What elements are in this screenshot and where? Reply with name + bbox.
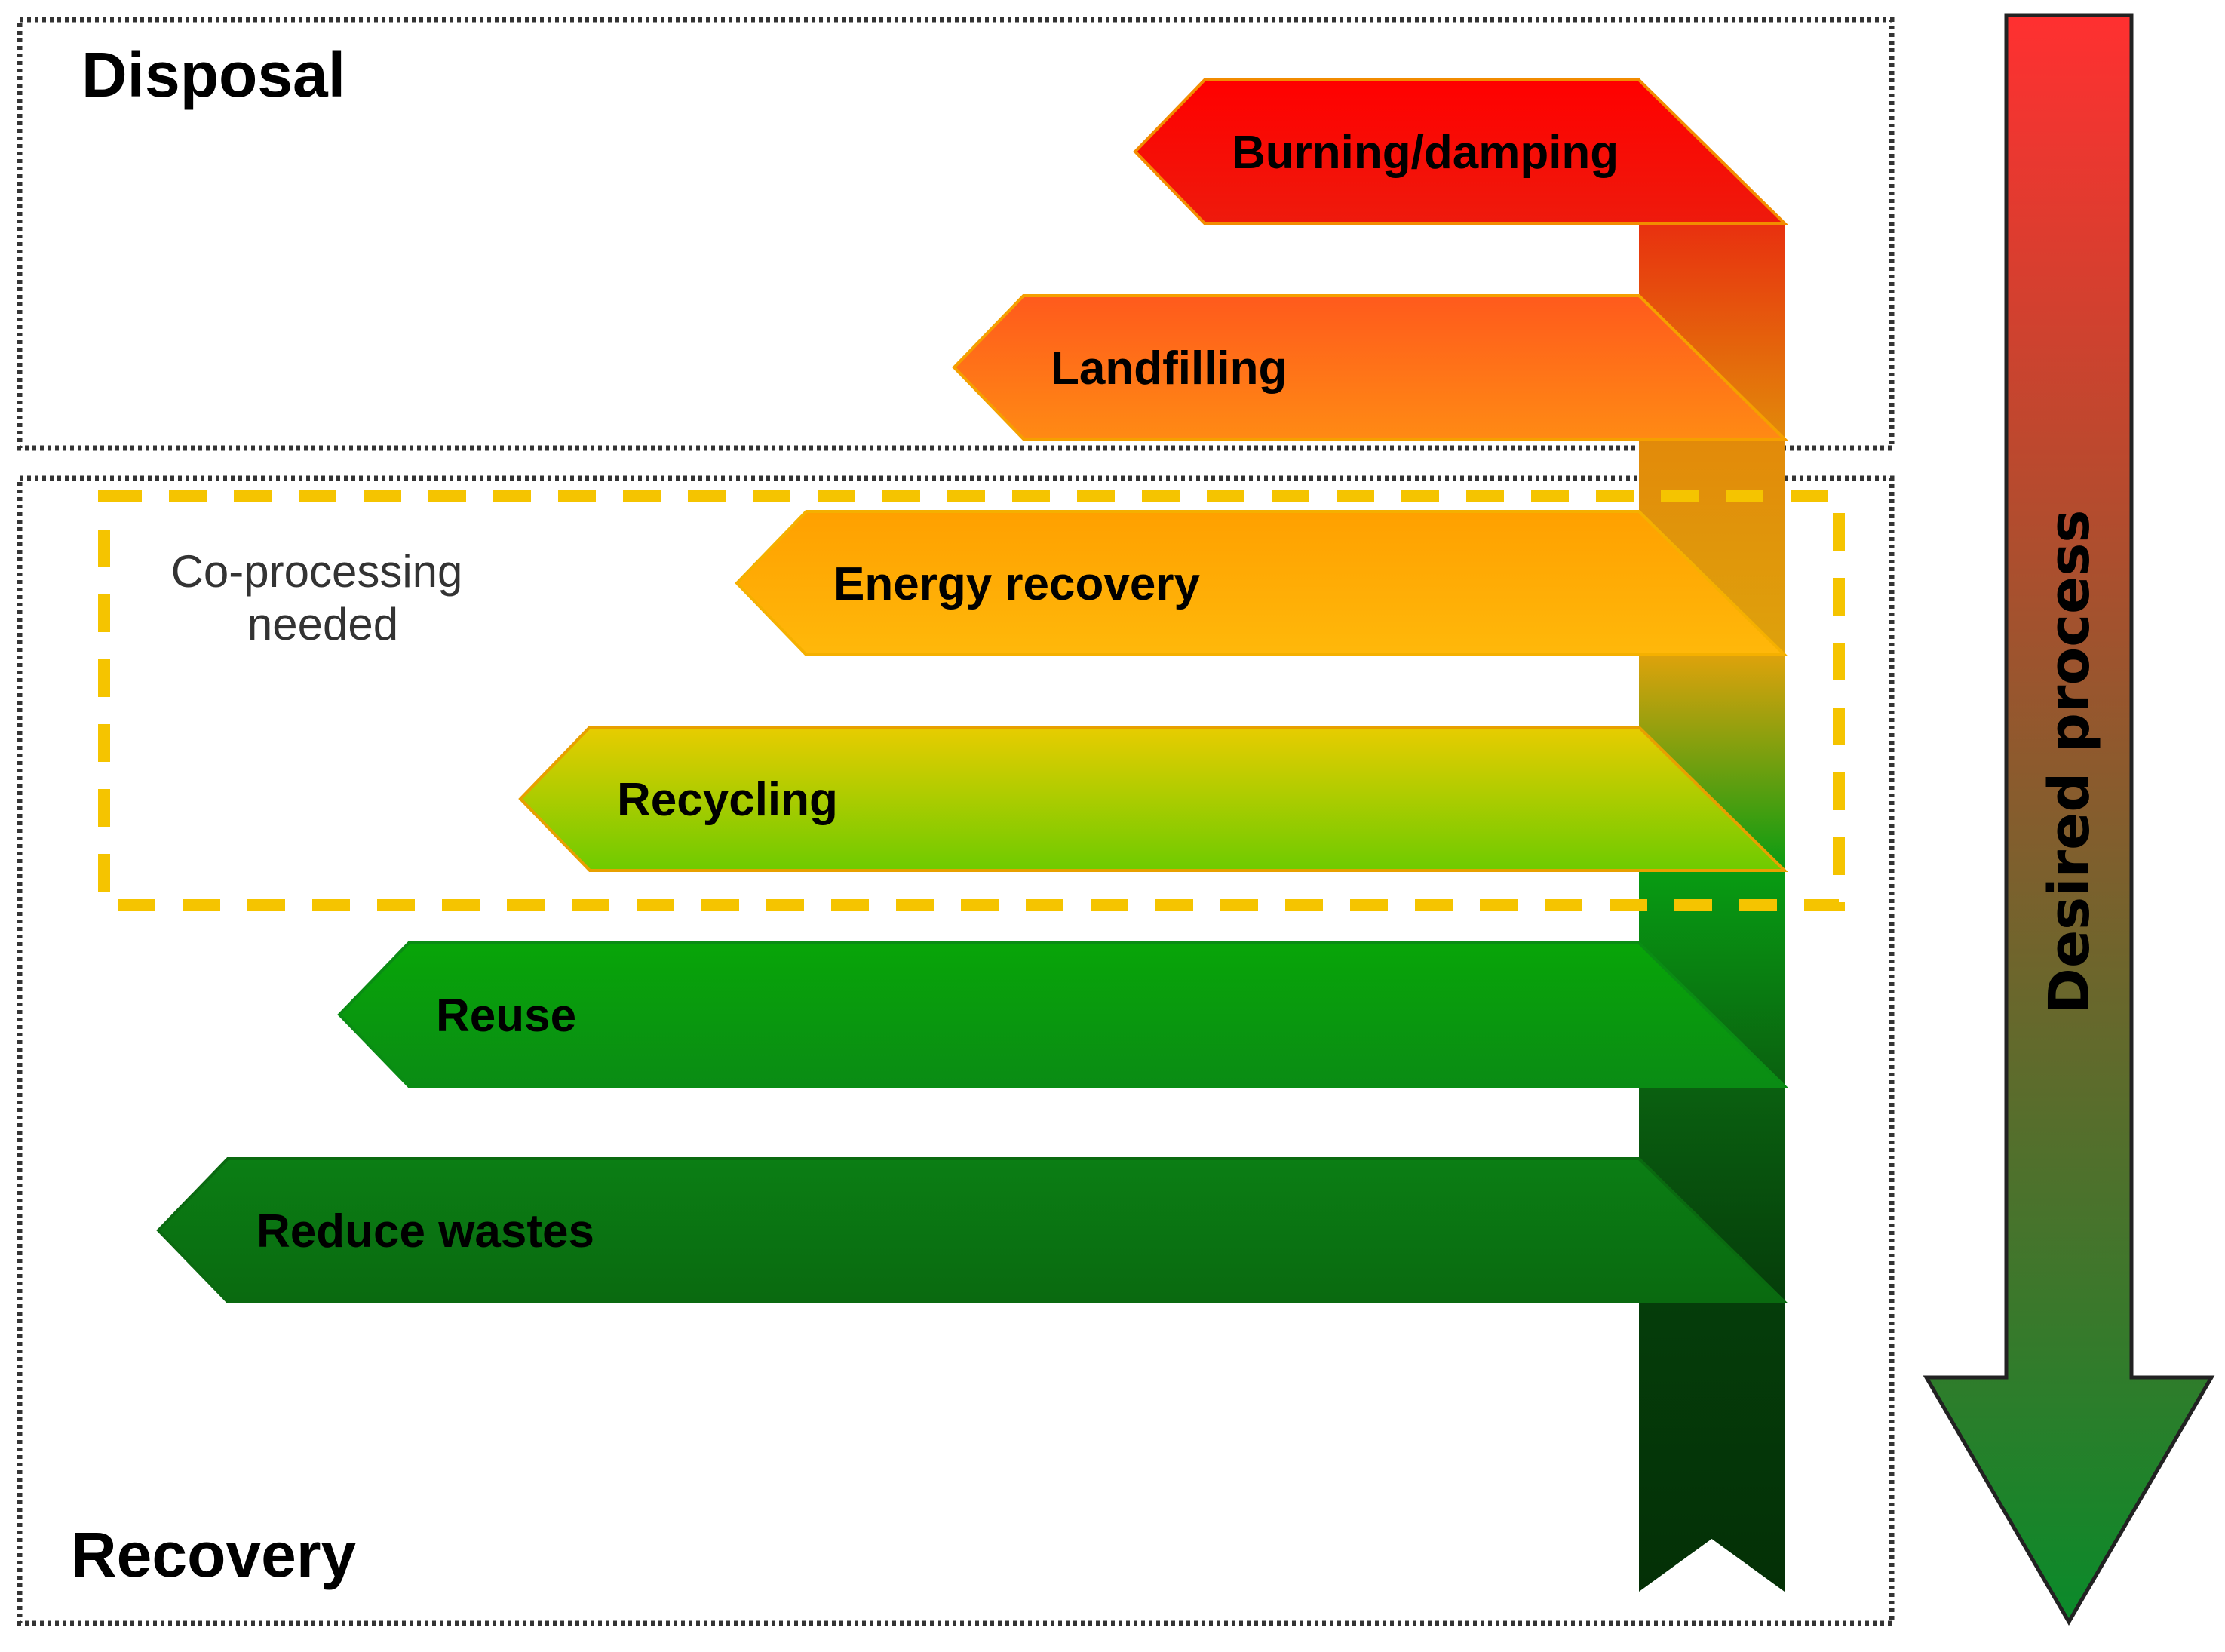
step-label-burning-damping: Burning/damping	[1232, 127, 1619, 179]
step-arrow-burning-damping: Burning/damping	[1133, 78, 1788, 225]
desired-process-arrow: Desired process	[1923, 13, 2215, 1626]
step-arrow-reuse: Reuse	[337, 941, 1788, 1088]
trunk-segment	[1639, 1302, 1785, 1592]
step-label-landfilling: Landfilling	[1051, 342, 1287, 395]
step-arrow-shape	[952, 294, 1788, 441]
step-arrow-energy-recovery: Energy recovery	[735, 510, 1788, 656]
step-arrow-shape	[1133, 78, 1788, 225]
step-arrow-shape	[518, 726, 1788, 872]
step-label-recycling: Recycling	[617, 774, 838, 826]
step-label-reduce-wastes: Reduce wastes	[256, 1205, 594, 1257]
disposal-region-box	[17, 17, 1895, 451]
step-arrow-shape	[337, 941, 1788, 1088]
step-arrow-landfilling: Landfilling	[952, 294, 1788, 441]
step-arrow-reduce-wastes: Reduce wastes	[156, 1157, 1788, 1303]
co-processing-label-line2: needed	[247, 599, 398, 649]
step-arrow-shape	[735, 510, 1788, 656]
desired-process-arrow-shape	[1923, 13, 2215, 1626]
recovery-label: Recovery	[71, 1519, 357, 1590]
step-arrow-shape	[156, 1157, 1788, 1303]
step-label-energy-recovery: Energy recovery	[833, 558, 1200, 610]
co-processing-box	[98, 490, 1845, 911]
co-processing-label-line1: Co-processing	[171, 546, 463, 597]
desired-process-label: Desired process	[2037, 510, 2102, 1015]
step-arrow-recycling: Recycling	[518, 726, 1788, 872]
disposal-label: Disposal	[81, 39, 345, 110]
step-label-reuse: Reuse	[436, 990, 576, 1042]
recovery-region-box	[17, 475, 1895, 1626]
